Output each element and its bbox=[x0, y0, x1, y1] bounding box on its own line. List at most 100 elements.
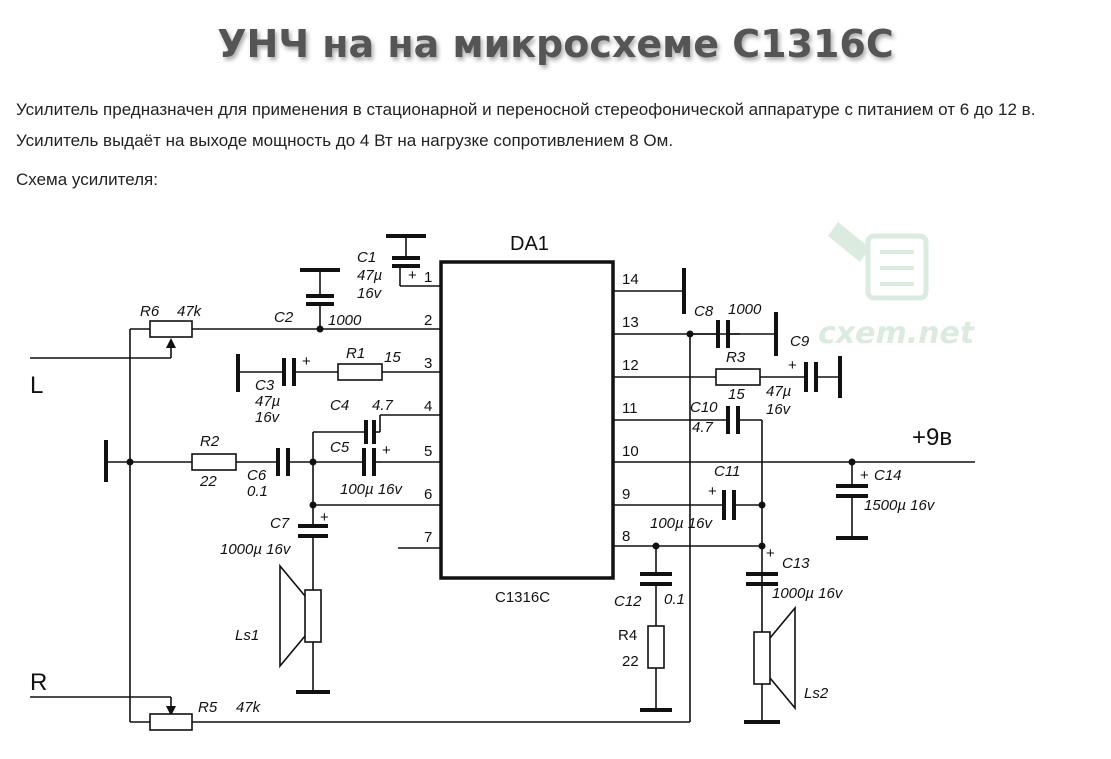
pin-2: 2 bbox=[424, 312, 432, 329]
pin-12: 12 bbox=[622, 357, 639, 374]
capacitor-c9: + C9 47µ 16v bbox=[766, 333, 842, 418]
svg-text:R1: R1 bbox=[346, 345, 365, 362]
svg-text:Ls1: Ls1 bbox=[235, 627, 259, 644]
svg-text:1000: 1000 bbox=[328, 312, 362, 329]
svg-text:47k: 47k bbox=[236, 699, 262, 716]
capacitor-c5: + C5 100µ 16v bbox=[313, 439, 404, 498]
svg-text:R3: R3 bbox=[726, 349, 746, 366]
capacitor-c6: C6 0.1 bbox=[247, 448, 317, 509]
svg-text:+: + bbox=[708, 483, 717, 500]
svg-text:22: 22 bbox=[622, 653, 639, 670]
svg-text:1000: 1000 bbox=[728, 301, 762, 318]
capacitor-c13: + C13 1000µ 16v bbox=[746, 542, 844, 602]
svg-text:C14: C14 bbox=[874, 467, 902, 484]
pin-5: 5 bbox=[424, 443, 432, 460]
capacitor-c12: C12 0.1 bbox=[614, 542, 685, 626]
svg-text:+: + bbox=[788, 357, 797, 374]
speaker-ls1: Ls1 bbox=[235, 563, 330, 694]
pin-13: 13 bbox=[622, 314, 639, 331]
input-left-label: L bbox=[30, 372, 43, 399]
svg-text:C13: C13 bbox=[782, 555, 810, 572]
pin-8: 8 bbox=[622, 528, 630, 545]
svg-text:47µ: 47µ bbox=[357, 267, 382, 284]
resistor-r2: R2 22 bbox=[104, 433, 276, 490]
svg-text:+: + bbox=[302, 353, 311, 370]
svg-text:R4: R4 bbox=[618, 627, 637, 644]
svg-text:47k: 47k bbox=[177, 303, 203, 320]
ic-right-pins: 14 13 12 11 10 9 8 bbox=[613, 268, 975, 547]
svg-text:4.7: 4.7 bbox=[372, 397, 394, 414]
pin-9: 9 bbox=[622, 486, 630, 503]
description-paragraph: Усилитель предназначен для применения в … bbox=[16, 100, 1036, 150]
svg-text:100µ 16v: 100µ 16v bbox=[340, 481, 404, 498]
pin-10: 10 bbox=[622, 443, 639, 460]
svg-text:C10: C10 bbox=[690, 399, 718, 416]
capacitor-c2: C2 1000 bbox=[274, 268, 362, 333]
svg-text:C4: C4 bbox=[330, 397, 349, 414]
capacitor-c4: C4 4.7 bbox=[312, 397, 394, 505]
svg-text:16v: 16v bbox=[357, 285, 383, 302]
svg-text:22: 22 bbox=[199, 473, 217, 490]
svg-text:C7: C7 bbox=[270, 515, 290, 532]
svg-text:+: + bbox=[860, 467, 869, 484]
page-title: УНЧ на на микросхеме C1316C bbox=[217, 22, 894, 66]
pin-14: 14 bbox=[622, 271, 639, 288]
svg-text:15: 15 bbox=[384, 349, 401, 366]
svg-text:C5: C5 bbox=[330, 439, 350, 456]
svg-text:C6: C6 bbox=[247, 467, 267, 484]
svg-text:1500µ 16v: 1500µ 16v bbox=[864, 497, 936, 514]
svg-text:47µ: 47µ bbox=[255, 393, 280, 410]
svg-text:+: + bbox=[382, 442, 391, 459]
svg-text:0.1: 0.1 bbox=[664, 591, 685, 608]
svg-text:Ls2: Ls2 bbox=[804, 685, 829, 702]
pin-11: 11 bbox=[622, 400, 638, 417]
ic-ref-label: DA1 bbox=[510, 233, 549, 255]
input-right-label: R bbox=[30, 669, 47, 696]
svg-text:C11: C11 bbox=[714, 463, 740, 480]
capacitor-c8: C8 1000 bbox=[686, 301, 778, 722]
capacitor-c7: + C7 1000µ 16v bbox=[220, 505, 329, 590]
pin-1: 1 bbox=[424, 269, 432, 286]
pin-4: 4 bbox=[424, 398, 432, 415]
svg-text:R6: R6 bbox=[140, 303, 160, 320]
svg-text:C9: C9 bbox=[790, 333, 810, 350]
watermark-logo: cxem.net bbox=[818, 222, 976, 351]
potentiometer-r6: R6 47k bbox=[30, 303, 240, 722]
resistor-r1: R1 15 bbox=[337, 345, 401, 381]
ic-part-label: C1316C bbox=[495, 589, 550, 606]
svg-text:16v: 16v bbox=[255, 409, 281, 426]
supply-voltage-label: +9в bbox=[912, 424, 952, 451]
svg-text:C2: C2 bbox=[274, 309, 294, 326]
potentiometer-r5: R5 47k bbox=[30, 696, 690, 731]
svg-text:R5: R5 bbox=[198, 699, 218, 716]
pin-3: 3 bbox=[424, 355, 432, 372]
svg-text:100µ 16v: 100µ 16v bbox=[650, 515, 714, 532]
speaker-ls2: Ls2 bbox=[744, 605, 829, 724]
svg-text:C3: C3 bbox=[255, 377, 275, 394]
capacitor-c3: + C3 47µ 16v bbox=[236, 353, 338, 426]
svg-text:1000µ 16v: 1000µ 16v bbox=[220, 541, 292, 558]
svg-text:+: + bbox=[408, 267, 417, 284]
svg-text:0.1: 0.1 bbox=[247, 483, 268, 500]
svg-text:C12: C12 bbox=[614, 593, 642, 610]
svg-text:16v: 16v bbox=[766, 401, 792, 418]
svg-text:R2: R2 bbox=[200, 433, 220, 450]
svg-text:C8: C8 bbox=[694, 303, 714, 320]
svg-text:C1: C1 bbox=[357, 249, 376, 266]
capacitor-c1: + C1 47µ 16v bbox=[357, 234, 426, 302]
pin-6: 6 bbox=[424, 486, 432, 503]
pin-7: 7 bbox=[424, 529, 432, 546]
schematic-caption: Схема усилителя: bbox=[16, 170, 158, 189]
svg-text:+: + bbox=[766, 545, 775, 562]
capacitor-c11: + C11 100µ 16v bbox=[650, 463, 766, 532]
capacitor-c14: + C14 1500µ 16v bbox=[836, 458, 936, 540]
svg-text:+: + bbox=[320, 509, 329, 526]
ic-da1 bbox=[439, 260, 615, 580]
svg-text:15: 15 bbox=[728, 386, 745, 403]
resistor-r3: R3 15 bbox=[715, 349, 806, 403]
svg-text:1000µ 16v: 1000µ 16v bbox=[772, 585, 844, 602]
ic-left-pins: 1 2 3 4 5 6 7 bbox=[240, 269, 441, 549]
svg-text:4.7: 4.7 bbox=[692, 419, 714, 436]
watermark-text: cxem.net bbox=[818, 316, 976, 351]
